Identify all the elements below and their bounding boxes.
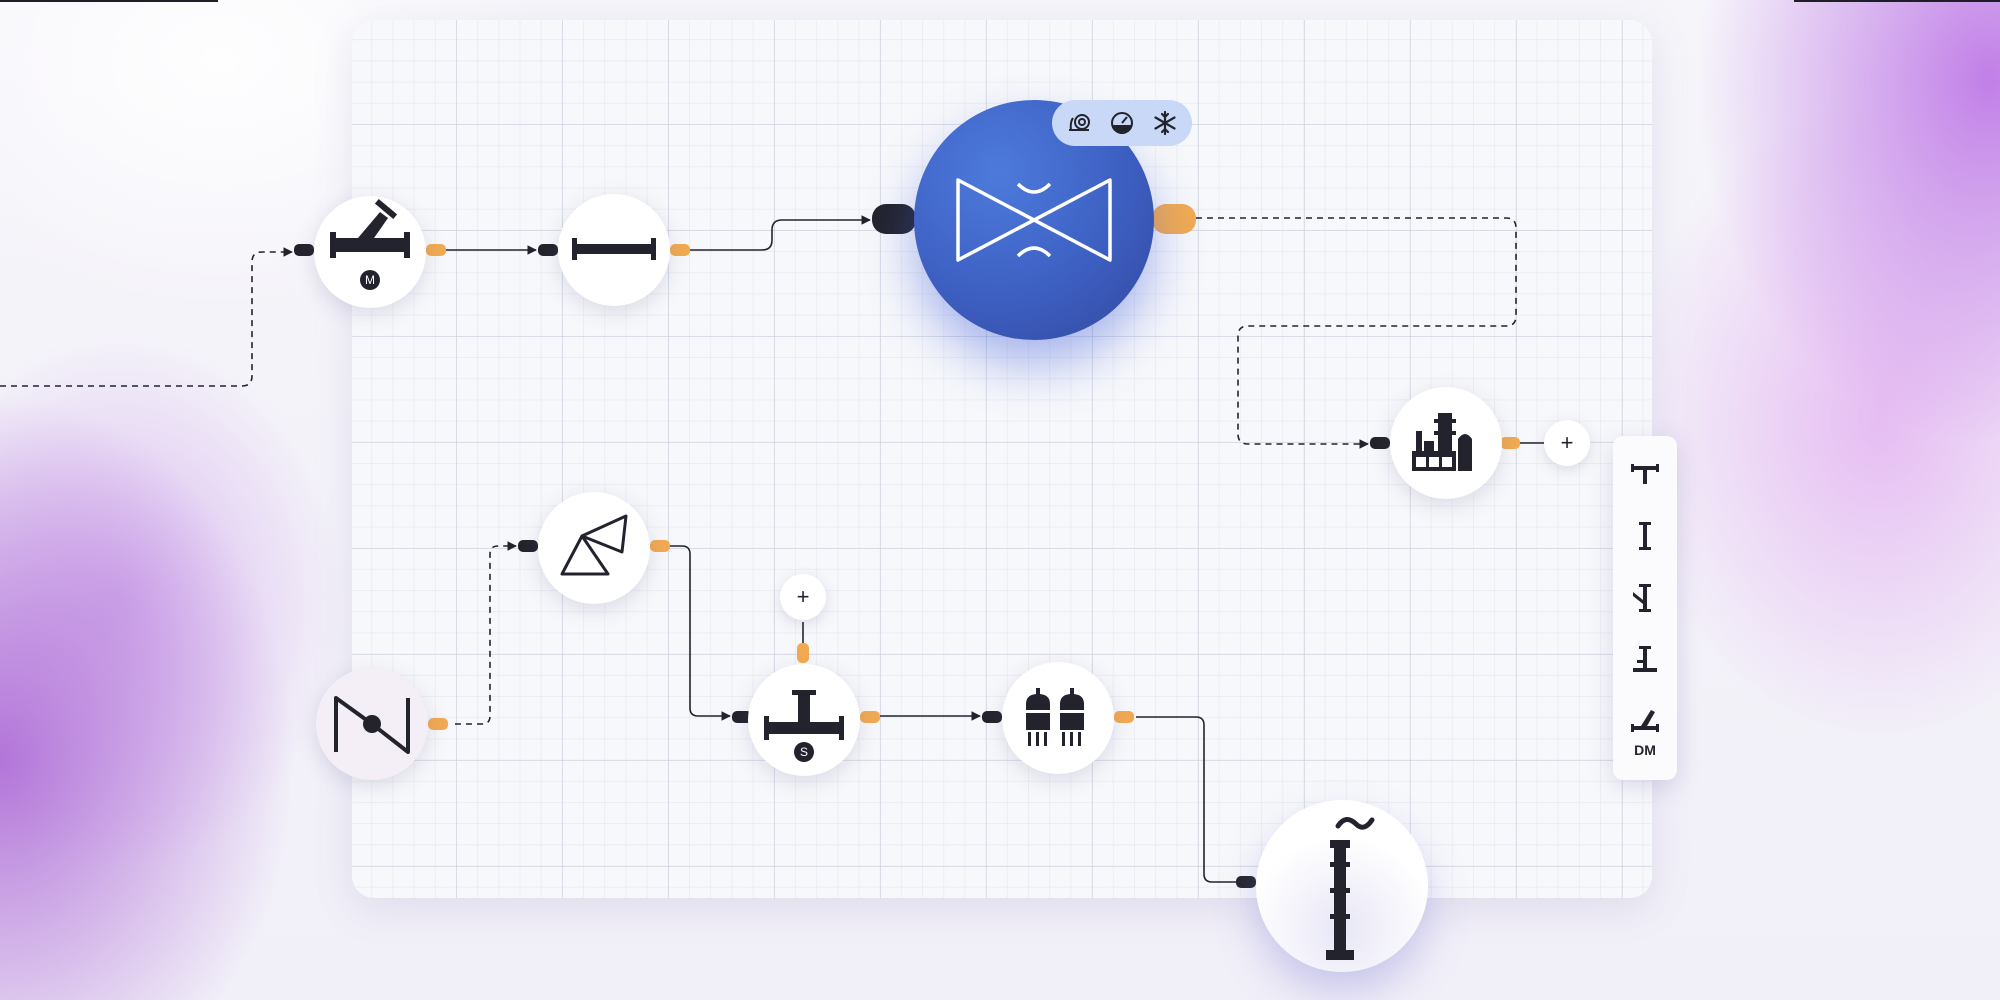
input-port xyxy=(1236,876,1256,888)
add-node-button[interactable]: + xyxy=(1544,420,1590,466)
tee-icon[interactable] xyxy=(1627,456,1663,492)
reducer-tee-icon[interactable] xyxy=(1627,580,1663,616)
palette-label: DM xyxy=(1634,742,1656,758)
straight-pipe-icon[interactable] xyxy=(1627,518,1663,554)
top-edge-line xyxy=(1794,0,2000,2)
input-port xyxy=(294,244,314,256)
output-port xyxy=(1152,204,1196,234)
lateral-icon[interactable] xyxy=(1627,704,1663,740)
component-palette: DM xyxy=(1613,436,1677,780)
connection-line xyxy=(1136,716,1257,887)
tee-down-icon[interactable] xyxy=(1627,642,1663,678)
output-port xyxy=(650,540,670,552)
output-port xyxy=(860,711,880,723)
connection-line xyxy=(670,545,731,721)
y-strainer-icon xyxy=(330,198,410,258)
connection-line xyxy=(455,541,517,725)
output-port xyxy=(428,718,448,730)
tee-node[interactable]: S xyxy=(748,664,860,776)
add-node-button[interactable]: + xyxy=(780,574,826,620)
snowflake-icon[interactable] xyxy=(1150,108,1180,138)
butterfly-valve-icon xyxy=(956,178,1112,262)
check-valve-icon xyxy=(334,696,410,754)
connection-line xyxy=(690,215,871,251)
output-port xyxy=(426,244,446,256)
pipe-segment-icon xyxy=(572,238,656,260)
output-port xyxy=(1114,711,1134,723)
output-port xyxy=(797,643,809,663)
refinery-icon xyxy=(1412,413,1472,471)
node-badge: S xyxy=(794,742,814,762)
output-port xyxy=(670,244,690,256)
input-port xyxy=(732,711,752,723)
cone-valve-icon xyxy=(560,514,628,576)
input-port xyxy=(518,540,538,552)
connection-line xyxy=(1196,217,1517,449)
snail-icon[interactable] xyxy=(1065,108,1095,138)
cone-node[interactable] xyxy=(538,492,650,604)
input-port xyxy=(872,204,916,234)
tee-fitting-icon xyxy=(764,690,844,740)
input-port xyxy=(1370,437,1390,449)
tank-farm-icon xyxy=(1026,688,1084,746)
gauge-icon[interactable] xyxy=(1107,108,1137,138)
node-status-toolbar xyxy=(1052,100,1192,146)
output-port xyxy=(1500,437,1520,449)
check-valve-node[interactable] xyxy=(316,668,428,780)
top-edge-line xyxy=(0,0,218,2)
input-port xyxy=(982,711,1002,723)
smoke-stack-node[interactable] xyxy=(1256,800,1428,972)
pipe-node[interactable] xyxy=(558,194,670,306)
input-port xyxy=(538,244,558,256)
tank-farm-node[interactable] xyxy=(1002,662,1114,774)
refinery-node[interactable] xyxy=(1390,387,1502,499)
smoke-stack-icon xyxy=(1326,817,1375,960)
connection-line xyxy=(0,247,293,387)
node-badge: M xyxy=(360,270,380,290)
strainer-node[interactable]: M xyxy=(314,196,426,308)
